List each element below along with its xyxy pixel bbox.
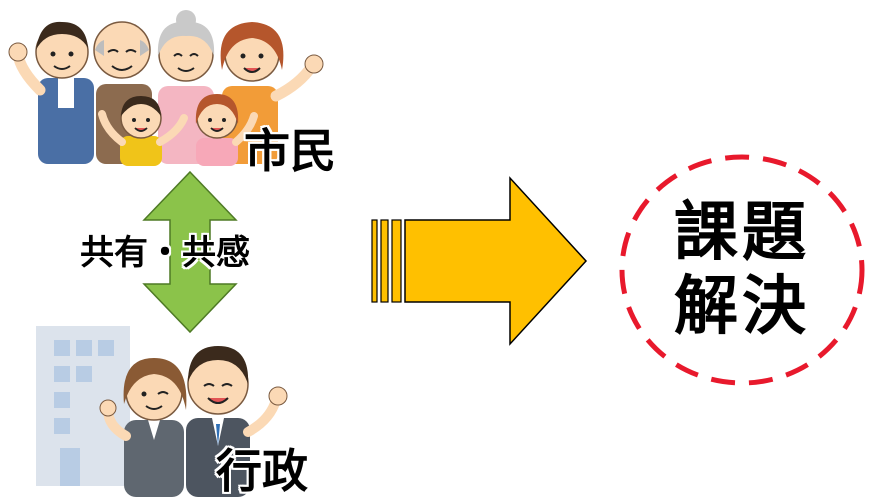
double-arrow-icon xyxy=(142,170,238,334)
result-line-1: 課題 xyxy=(674,196,810,271)
forward-arrow-icon xyxy=(371,176,588,346)
mother-figure xyxy=(220,22,324,164)
office-woman-figure xyxy=(99,358,187,497)
government-label: 行政 xyxy=(216,444,308,498)
office-man-figure xyxy=(186,346,288,497)
problem-solving-label: 課題 解決 xyxy=(628,162,856,380)
dashed-circle-icon xyxy=(619,154,865,386)
business-people-icon xyxy=(99,346,288,497)
share-empathy-label: 共有・共感 xyxy=(80,233,250,273)
girl-figure xyxy=(195,94,258,166)
father-figure xyxy=(8,21,94,164)
boy-figure xyxy=(98,96,188,166)
result-line-2: 解決 xyxy=(674,270,810,344)
family-icon xyxy=(8,10,324,166)
citizen-label: 市民 xyxy=(244,124,336,178)
